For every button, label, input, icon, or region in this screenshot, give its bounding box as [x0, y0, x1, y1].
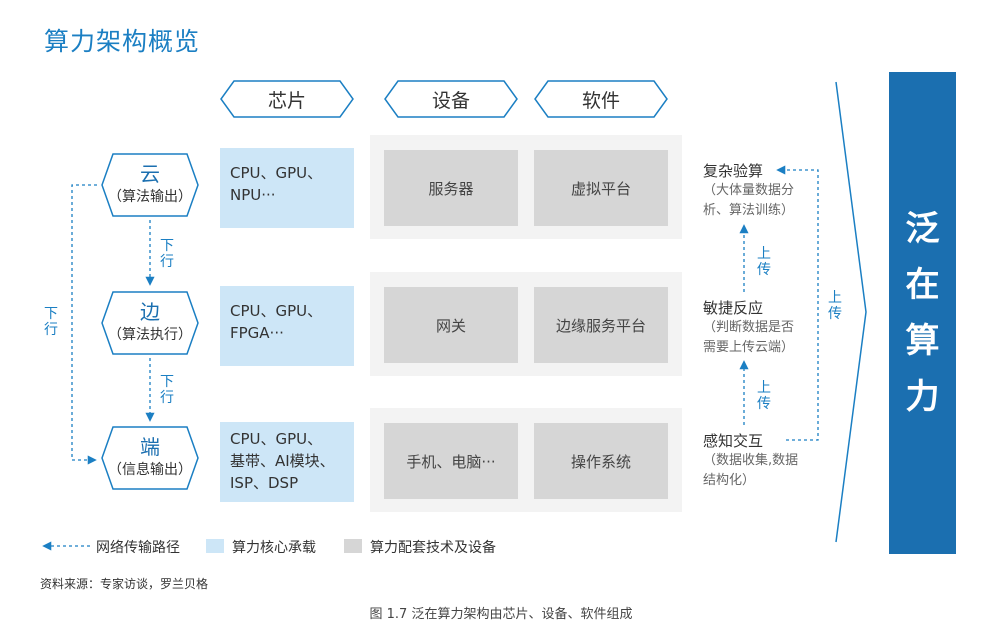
right-desc-line: （判断数据是否	[703, 320, 795, 335]
layer-edge-shape	[101, 291, 199, 355]
right-desc-line: 结构化）	[703, 473, 756, 488]
chip-line: CPU、GPU、	[230, 430, 323, 448]
right-desc-line: （大体量数据分	[703, 183, 795, 198]
legend-support-label: 算力配套技术及设备	[370, 540, 496, 556]
chip-line: NPU···	[230, 186, 276, 204]
right-title-edge: 敏捷反应	[703, 299, 764, 317]
header-chip-shape	[220, 80, 354, 118]
label-char: 传	[757, 262, 771, 278]
header-device: 设备	[384, 80, 518, 118]
chip-line: ISP、DSP	[230, 474, 299, 492]
label-char: 上	[757, 246, 771, 262]
right-title-end: 感知交互	[703, 432, 764, 450]
figure-caption: 图 1.7 泛在算力架构由芯片、设备、软件组成	[369, 607, 633, 622]
label-char: 下	[44, 306, 58, 322]
layer-edge-name: 边	[140, 300, 160, 324]
layer-cloud-sub: （算法输出）	[108, 189, 192, 205]
right-desc-line: （数据收集,数据	[703, 453, 799, 468]
label-char: 上	[828, 290, 842, 306]
up-label-1: 上 传	[755, 380, 773, 412]
ubiquitous-computing-box: 泛 在 算 力	[889, 72, 956, 554]
layer-edge: 边 （算法执行）	[101, 291, 199, 355]
layer-end-shape	[101, 426, 199, 490]
header-device-label: 设备	[431, 89, 470, 112]
down-label-1: 下 行	[158, 238, 176, 270]
right-item-cloud: 复杂验算 （大体量数据分 析、算法训练）	[703, 160, 794, 221]
software-cell-cloud: 虚拟平台	[534, 150, 668, 226]
label-char: 行	[44, 322, 58, 338]
big-char: 在	[905, 265, 940, 305]
right-desc-line: 析、算法训练）	[703, 203, 795, 218]
layer-cloud: 云 （算法输出）	[101, 153, 199, 217]
left-down-label: 下 行	[42, 306, 60, 338]
legend-support-swatch	[344, 539, 362, 553]
right-desc-line: 需要上传云端）	[703, 340, 795, 355]
software-cell-edge: 边缘服务平台	[534, 287, 668, 363]
layer-cloud-name: 云	[140, 162, 160, 186]
label-char: 下	[160, 374, 174, 390]
chip-cell-cloud: CPU、GPU、 NPU···	[220, 148, 354, 228]
source-note: 资料来源：专家访谈，罗兰贝格	[40, 577, 209, 591]
down-label-2: 下 行	[158, 374, 176, 406]
device-cell-edge: 网关	[384, 287, 518, 363]
big-char: 力	[905, 377, 940, 417]
layer-edge-sub: （算法执行）	[108, 327, 192, 343]
label-char: 下	[160, 238, 174, 254]
label-char: 上	[757, 380, 771, 396]
label-char: 行	[160, 254, 174, 270]
header-device-shape	[384, 80, 518, 118]
device-cell-end: 手机、电脑···	[384, 423, 518, 499]
legend-core-label: 算力核心承载	[232, 540, 316, 556]
label-char: 传	[828, 306, 842, 322]
label-char: 行	[160, 390, 174, 406]
device-cell-cloud: 服务器	[384, 150, 518, 226]
chip-line: CPU、GPU、	[230, 302, 323, 320]
page-title: 算力架构概览	[44, 27, 201, 56]
right-item-edge: 敏捷反应 （判断数据是否 需要上传云端）	[703, 297, 794, 358]
header-software: 软件	[534, 80, 668, 118]
chip-line: FPGA···	[230, 324, 284, 342]
right-item-end: 感知交互 （数据收集,数据 结构化）	[703, 430, 798, 491]
right-title-cloud: 复杂验算	[703, 162, 764, 180]
legend-path-label: 网络传输路径	[96, 540, 180, 556]
ubiquitous-computing-text: 泛 在 算 力	[903, 201, 943, 425]
layer-end-sub: （信息输出）	[108, 462, 192, 478]
header-software-label: 软件	[581, 89, 620, 112]
right-up-label: 上 传	[826, 290, 844, 322]
header-software-shape	[534, 80, 668, 118]
chip-cell-edge: CPU、GPU、 FPGA···	[220, 286, 354, 366]
label-char: 传	[757, 396, 771, 412]
left-down-path	[71, 184, 97, 465]
layer-end: 端 （信息输出）	[101, 426, 199, 490]
layer-end-name: 端	[140, 435, 160, 459]
chip-line: CPU、GPU、	[230, 164, 323, 182]
header-chip-label: 芯片	[267, 89, 306, 112]
chip-cell-end: CPU、GPU、 基带、AI模块、 ISP、DSP	[220, 422, 354, 502]
big-chevron	[835, 81, 867, 543]
up-label-2: 上 传	[755, 246, 773, 278]
layer-cloud-shape	[101, 153, 199, 217]
big-char: 算	[905, 321, 940, 361]
big-char: 泛	[905, 209, 940, 249]
header-chip: 芯片	[220, 80, 354, 118]
chip-line: 基带、AI模块、	[230, 452, 335, 470]
legend-core-swatch	[206, 539, 224, 553]
software-cell-end: 操作系统	[534, 423, 668, 499]
